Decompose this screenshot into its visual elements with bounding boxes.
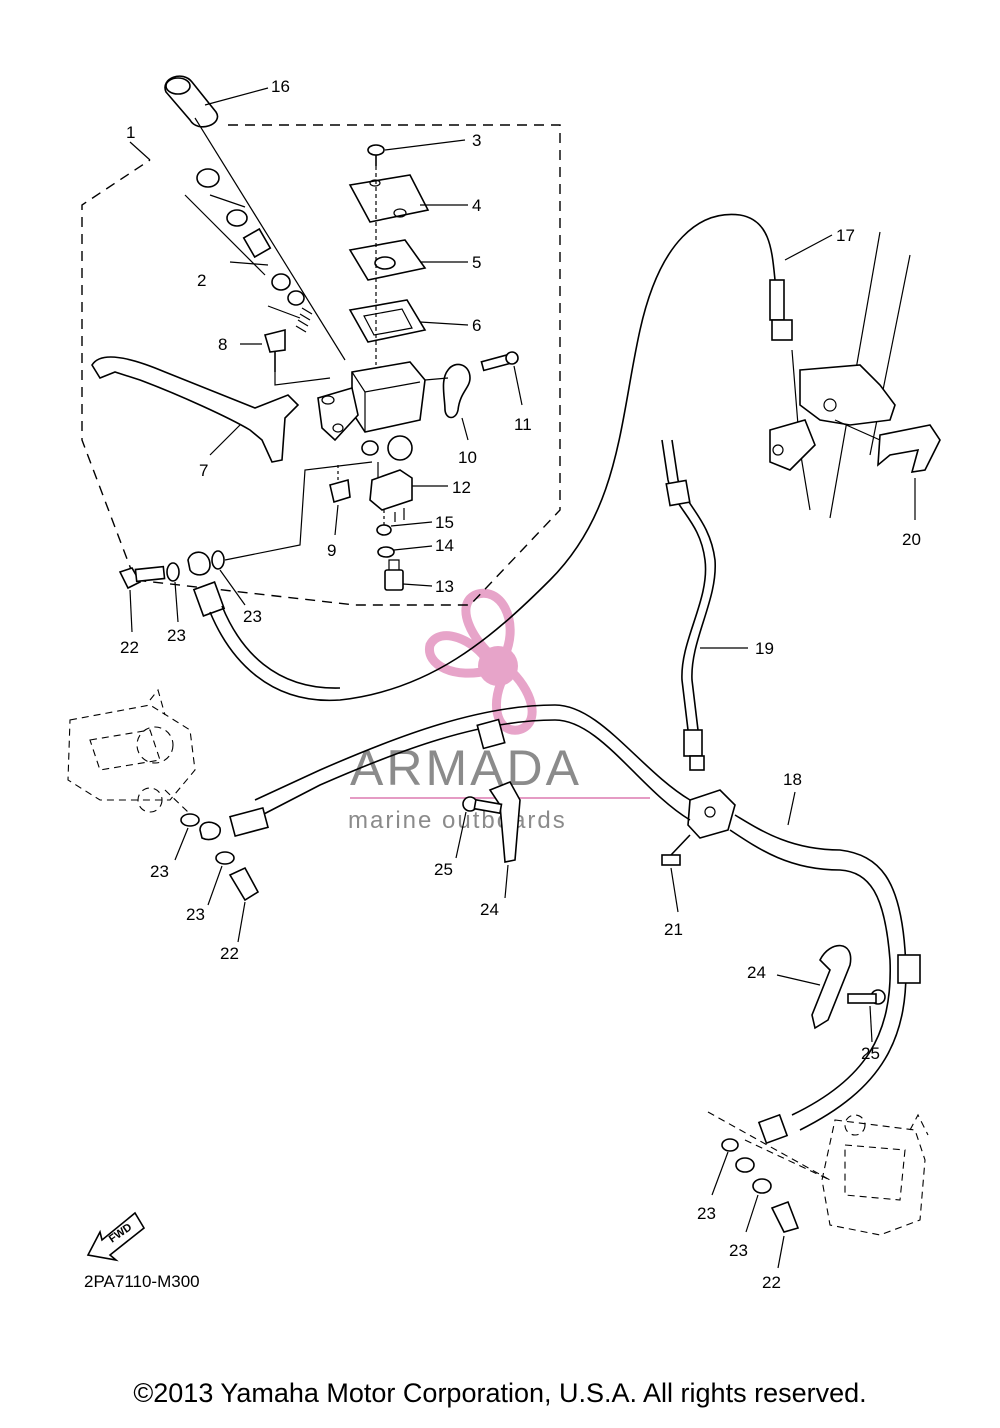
callout-24-right: 24 <box>747 963 766 982</box>
callout-2: 2 <box>197 271 206 290</box>
washer-left-a-part <box>174 813 200 861</box>
callout-1: 1 <box>126 123 135 142</box>
clamp-bolt-middle-part <box>455 796 503 859</box>
hose-clamp-middle-part <box>488 780 521 899</box>
callouts: 1 2 3 4 5 6 7 8 9 10 11 12 13 14 15 16 1… <box>120 77 921 1292</box>
holder-bolt-part <box>480 351 523 406</box>
lower-right-brake-hose <box>729 791 921 1145</box>
callout-23-upper-b: 23 <box>243 607 262 626</box>
diaphragm-plate-part <box>348 239 468 281</box>
brake-pipe-part <box>661 439 748 771</box>
union-bolt-left-part <box>228 866 260 943</box>
callout-24-middle: 24 <box>480 900 499 919</box>
reservoir-cap-part <box>348 174 468 223</box>
switch-screw-part <box>384 559 433 591</box>
callout-8: 8 <box>218 335 227 354</box>
propeller-logo-icon <box>425 588 537 735</box>
callout-6: 6 <box>472 316 481 335</box>
callout-4: 4 <box>472 196 481 215</box>
washer-right-a-part <box>711 1138 739 1196</box>
callout-3: 3 <box>472 131 481 150</box>
callout-22-left: 22 <box>220 944 239 963</box>
union-bolt-upper-part <box>118 565 166 633</box>
watermark-subtitle: marine outboards <box>348 807 567 834</box>
washer-upper-b-part <box>211 550 246 606</box>
callout-13: 13 <box>435 577 454 596</box>
callout-12: 12 <box>452 478 471 497</box>
diagram-code: 2PA7110-M300 <box>84 1272 200 1291</box>
armada-watermark: ARMADA marine outboards <box>348 588 650 834</box>
callout-25-right: 25 <box>861 1044 880 1063</box>
callout-21: 21 <box>664 920 683 939</box>
callout-17: 17 <box>836 226 855 245</box>
left-caliper-part <box>67 688 196 813</box>
callout-22-right: 22 <box>762 1273 781 1292</box>
lower-left-brake-hose <box>199 704 691 841</box>
throttle-sleeve-part <box>164 75 346 361</box>
lever-bolt-part <box>240 328 331 386</box>
union-bolt-right-part <box>770 1200 800 1269</box>
upper-caliper-part <box>769 364 896 471</box>
cap-screw-part <box>367 139 466 166</box>
clamp-bolt-right-part <box>847 989 886 1043</box>
watermark-name: ARMADA <box>350 740 582 796</box>
washer-part <box>377 545 433 558</box>
callout-20: 20 <box>902 530 921 549</box>
upper-brake-hose <box>187 213 833 702</box>
callout-16: 16 <box>271 77 290 96</box>
washer-right-b-part <box>735 1157 772 1233</box>
holder-part <box>424 363 471 441</box>
callout-11: 11 <box>514 415 532 434</box>
diaphragm-part <box>348 299 469 343</box>
master-cylinder-body <box>317 361 426 461</box>
brake-joint-part <box>661 789 736 913</box>
assembly-outline <box>81 124 561 606</box>
hose-clip-part <box>834 419 941 520</box>
forward-arrow-icon: FWD <box>86 1211 146 1262</box>
copyright-notice: ©2013 Yamaha Motor Corporation, U.S.A. A… <box>133 1378 867 1408</box>
callout-18: 18 <box>783 770 802 789</box>
callout-23-upper-a: 23 <box>167 626 186 645</box>
right-caliper-part <box>707 1111 929 1236</box>
callout-23-right-a: 23 <box>697 1204 716 1223</box>
callout-10: 10 <box>458 448 477 467</box>
piston-kit-part <box>184 168 313 333</box>
brake-lever-part <box>91 344 300 463</box>
callout-22-upper: 22 <box>120 638 139 657</box>
callout-23-left-b: 23 <box>186 905 205 924</box>
callout-23-left-a: 23 <box>150 862 169 881</box>
brake-switch-part <box>369 462 448 522</box>
callout-25-middle: 25 <box>434 860 453 879</box>
callout-9: 9 <box>327 541 336 560</box>
lever-plug-part <box>329 465 351 536</box>
callout-5: 5 <box>472 253 481 272</box>
washer-upper-a-part <box>166 562 180 623</box>
hose-clamp-right-part <box>776 944 852 1030</box>
callout-14: 14 <box>435 536 454 555</box>
callout-19: 19 <box>755 639 774 658</box>
washer-left-b-part <box>207 851 235 906</box>
callout-23-right-b: 23 <box>729 1241 748 1260</box>
switch-pin-part <box>376 510 433 536</box>
callout-7: 7 <box>199 461 208 480</box>
callout-15: 15 <box>435 513 454 532</box>
